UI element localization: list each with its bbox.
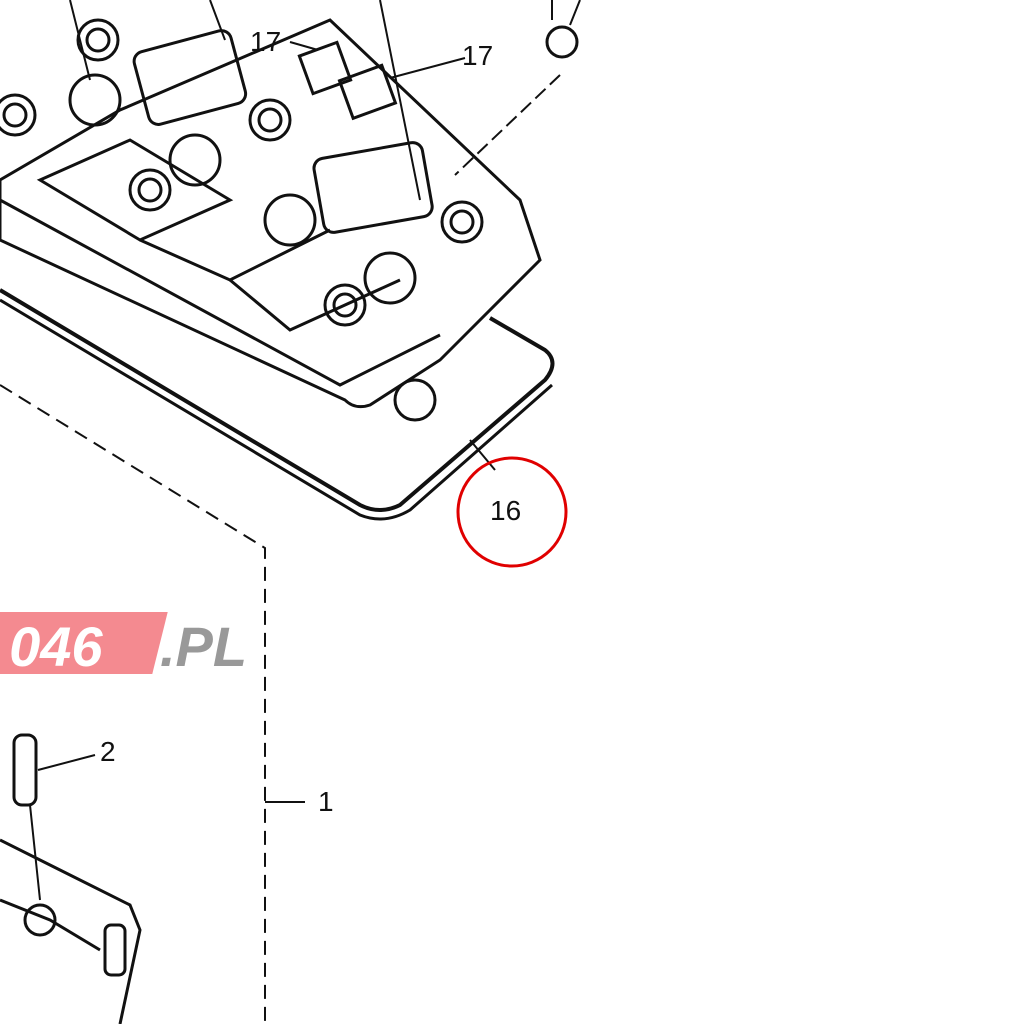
highlight-circle-16 xyxy=(456,456,568,568)
callout-1: 1 xyxy=(318,786,334,817)
head-cover xyxy=(0,18,542,409)
callout-17b: 17 xyxy=(462,40,494,71)
callout-2: 2 xyxy=(100,736,116,767)
clip-17b xyxy=(337,63,398,121)
grommet xyxy=(545,25,579,59)
plug-socket-2 xyxy=(312,141,434,234)
callout-17a: 17 xyxy=(250,26,282,57)
cylinder-head xyxy=(0,838,142,1024)
callout-16: 16 xyxy=(490,495,522,526)
watermark-grey-text: .PL xyxy=(160,615,248,678)
watermark-red-text: 046 xyxy=(9,615,103,678)
plug-socket-1 xyxy=(132,29,248,126)
stud-2 xyxy=(12,733,38,807)
bolt-holes xyxy=(0,18,484,422)
assembly-bracket-1 xyxy=(0,384,266,1024)
